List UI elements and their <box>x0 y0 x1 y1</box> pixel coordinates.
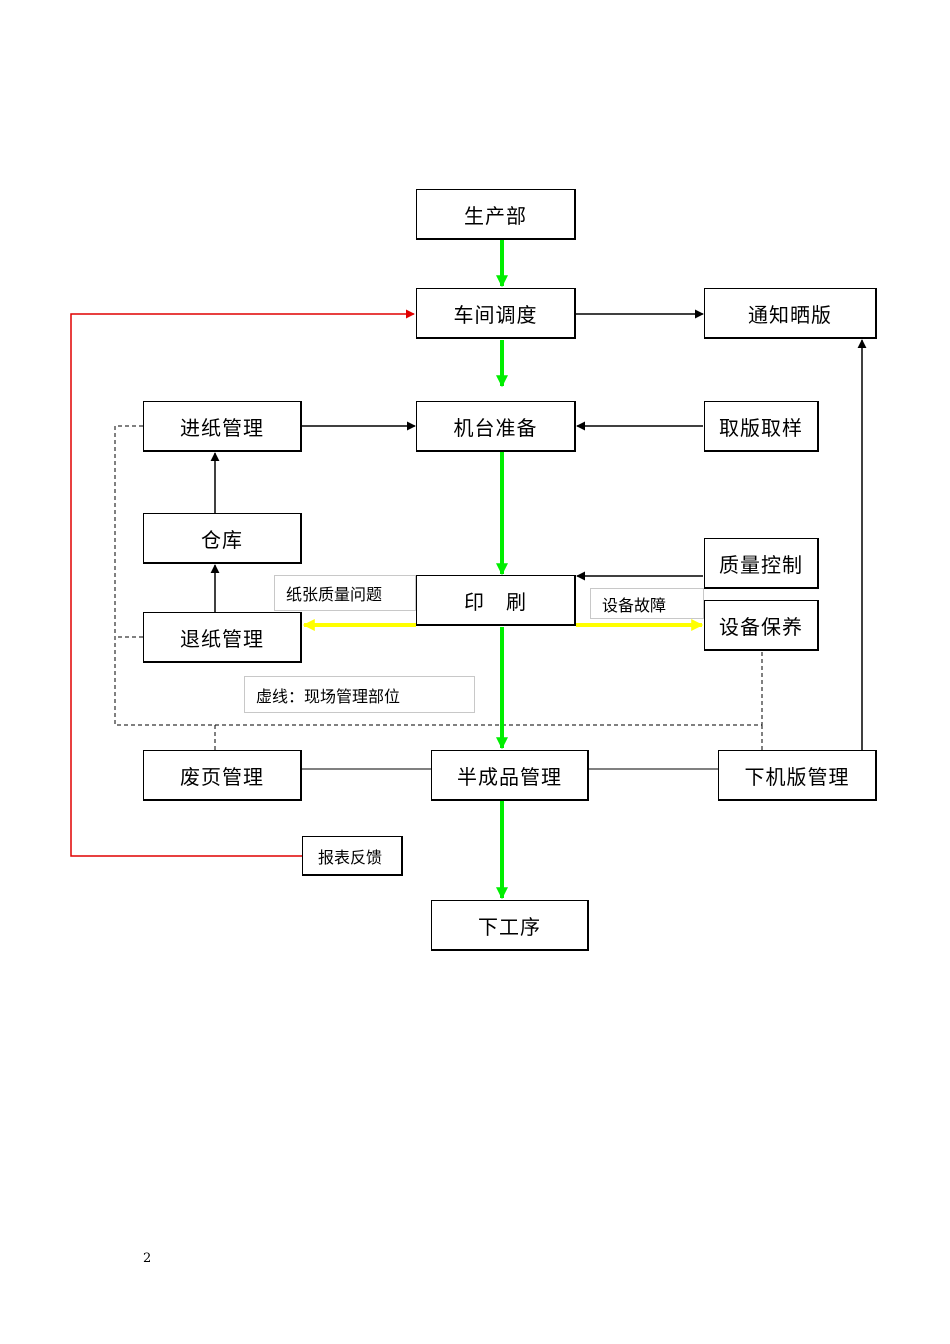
note-paper-quality: 纸张质量问题 <box>274 575 416 611</box>
report-feedback-arrow <box>70 309 415 857</box>
box-printing: 印 刷 <box>416 575 576 626</box>
box-plate-off: 下机版管理 <box>718 750 877 801</box>
box-warehouse: 仓库 <box>143 513 302 564</box>
box-notify-plate: 通知晒版 <box>704 288 877 339</box>
box-maintenance: 设备保养 <box>704 600 819 651</box>
note-dashed-legend: 虚线：现场管理部位 <box>244 676 475 713</box>
box-paper-return: 退纸管理 <box>143 612 302 663</box>
note-report-feedback: 报表反馈 <box>302 836 403 876</box>
box-machine-prep: 机台准备 <box>416 401 576 452</box>
support-arrows <box>210 309 867 750</box>
box-production: 生产部 <box>416 189 576 240</box>
box-semi-finished: 半成品管理 <box>431 750 589 801</box>
box-fetch-plate: 取版取样 <box>704 401 819 452</box>
box-paper-in: 进纸管理 <box>143 401 302 452</box>
box-dispatch: 车间调度 <box>416 288 576 339</box>
box-waste: 废页管理 <box>143 750 302 801</box>
page-number: 2 <box>143 1251 152 1266</box>
dashed-region <box>114 425 763 750</box>
box-quality-control: 质量控制 <box>704 538 819 589</box>
box-next-process: 下工序 <box>431 900 589 951</box>
note-equipment-fault: 设备故障 <box>590 588 704 619</box>
